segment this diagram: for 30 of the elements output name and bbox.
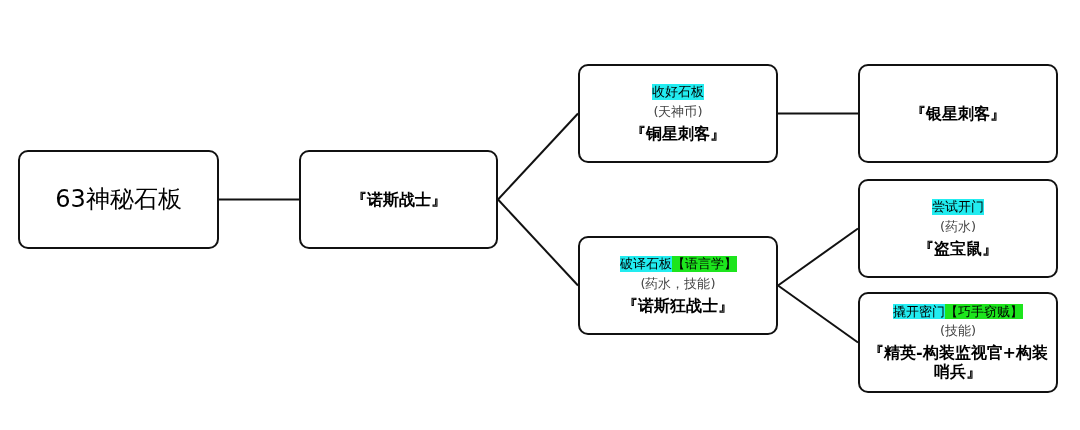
rounded-box <box>18 150 219 249</box>
cost-note: (天神币) <box>653 103 703 120</box>
node-title: 『铜星刺客』 <box>630 123 726 143</box>
connector-line <box>497 198 579 287</box>
node-title: 63神秘石板 <box>55 185 182 214</box>
cost-note: (技能) <box>939 323 977 339</box>
connector-line <box>777 227 859 287</box>
node-title: 『盗宝鼠』 <box>918 238 998 258</box>
node-title: 『银星刺客』 <box>910 103 1006 124</box>
node-title: 『诺斯狂战士』 <box>622 295 734 315</box>
skill-label: 【语言学】 <box>671 256 737 272</box>
connector-line <box>218 198 300 201</box>
rounded-box <box>299 150 498 249</box>
connector-line <box>497 112 579 201</box>
rounded-box <box>578 236 778 335</box>
action-label: 尝试开门 <box>932 199 984 215</box>
connector-line <box>777 112 859 115</box>
node-title: 『诺斯战士』 <box>350 189 447 210</box>
action-label: 撬开密门 <box>893 303 945 320</box>
node-title: 『精英-构装监视官+构装哨兵』 <box>866 342 1049 382</box>
rounded-box <box>858 179 1058 278</box>
action-label: 破译石板 <box>619 256 672 272</box>
rounded-box <box>578 64 778 163</box>
skill-label: 【巧手窃贼】 <box>945 303 1023 320</box>
cost-note: (药水，技能) <box>640 275 716 292</box>
action-label: 收好石板 <box>652 84 704 100</box>
cost-note: (药水) <box>939 218 977 235</box>
rounded-box <box>858 64 1058 163</box>
connector-line <box>777 284 859 344</box>
rounded-box <box>858 292 1058 393</box>
